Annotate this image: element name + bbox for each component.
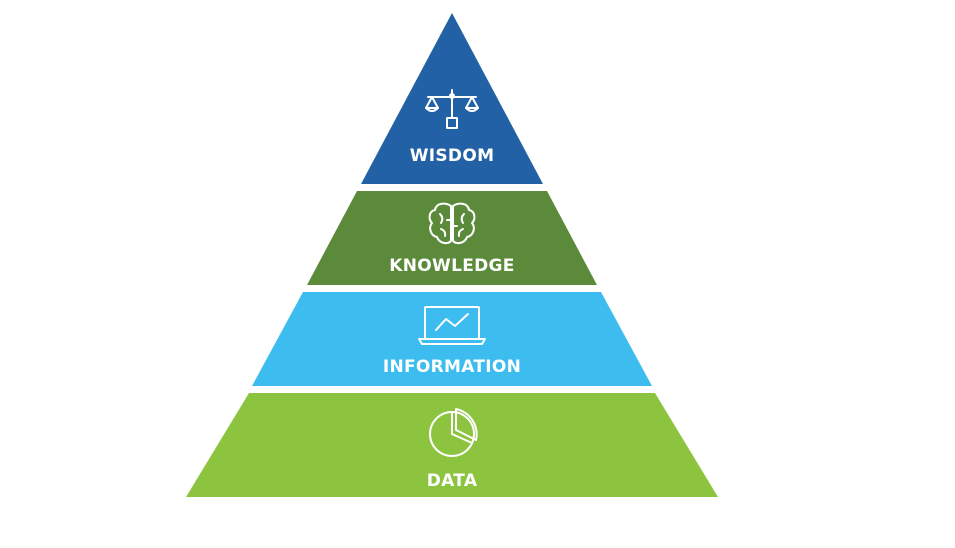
tier-label-information: INFORMATION <box>383 357 521 377</box>
scales-icon <box>425 89 479 129</box>
brain-icon <box>428 202 476 245</box>
pie-chart-icon <box>429 408 478 457</box>
tier-label-wisdom: WISDOM <box>410 146 495 166</box>
tier-band-data <box>186 393 718 497</box>
tier-label-data: DATA <box>427 471 478 491</box>
tier-label-knowledge: KNOWLEDGE <box>389 256 514 276</box>
laptop-chart-icon <box>418 306 486 345</box>
